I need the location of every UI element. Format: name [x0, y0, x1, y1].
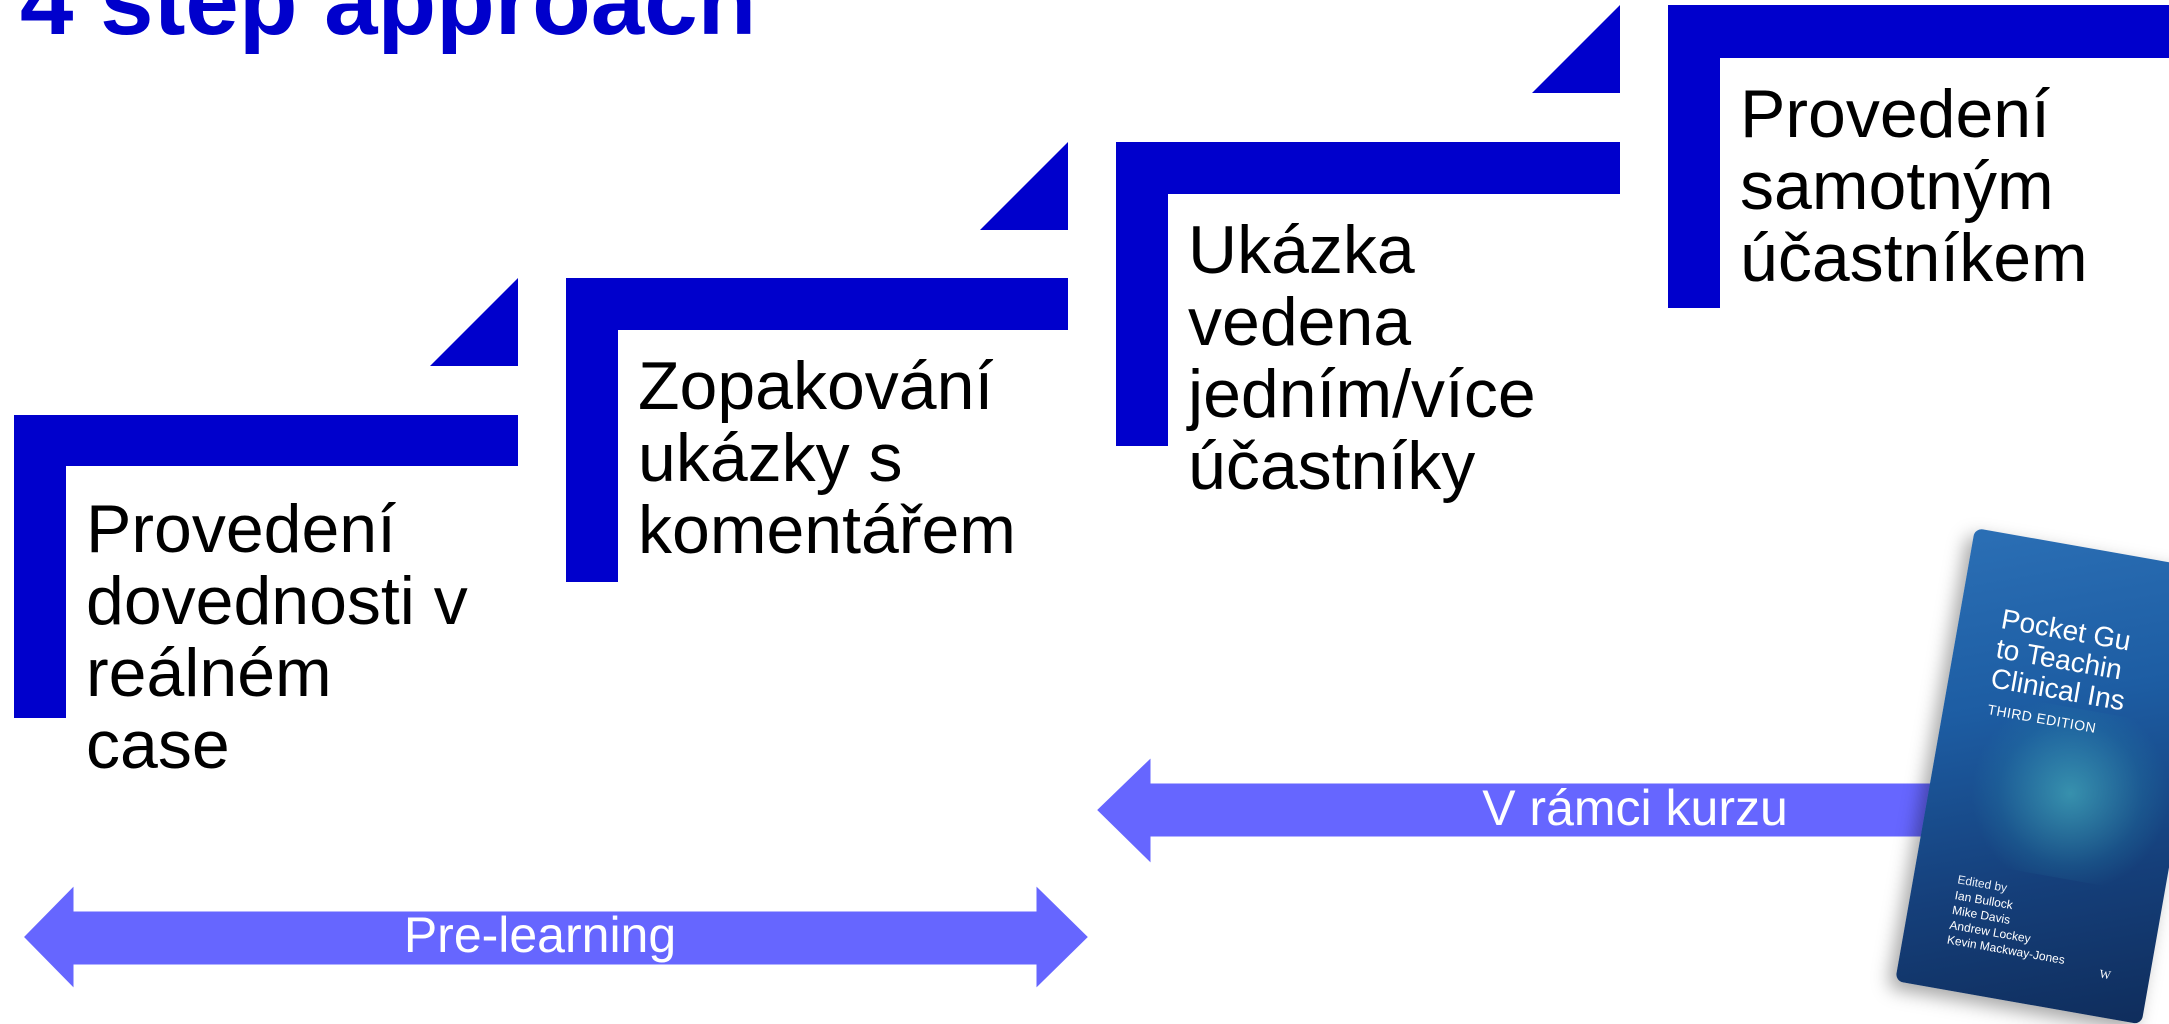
step-4-label: Provedení samotným účastníkem — [1740, 76, 2088, 296]
step-2-bracket — [566, 278, 1068, 582]
step-2-triangle — [980, 142, 1068, 230]
pre-learning-label: Pre-learning — [403, 907, 677, 963]
staircase-diagram — [14, 5, 2169, 990]
book-publisher-logo: W — [2098, 966, 2112, 983]
step-1-triangle — [430, 278, 518, 366]
slide-title: 4 step approach — [20, 0, 757, 55]
step-3-triangle — [1532, 5, 1620, 93]
course-arrow — [1092, 748, 2169, 872]
course-label: V rámci kurzu — [1482, 780, 1788, 836]
step-4-bracket — [1668, 5, 2169, 308]
step-1-label: Provedení dovednosti v reálném case — [86, 491, 468, 783]
pre-learning-arrow — [19, 879, 1093, 990]
step-3-label: Ukázka vedena jedním/více účastníky — [1188, 212, 1536, 504]
step-2-label: Zopakování ukázky s komentářem — [638, 348, 1016, 568]
book-editors: Ian Bullock Mike Davis Andrew Lockey Kev… — [1945, 888, 2066, 968]
book-title: Pocket Gu to Teachin Clinical Ins — [1988, 603, 2134, 717]
step-1-bracket — [14, 415, 518, 718]
step-3-bracket — [1116, 142, 1620, 446]
